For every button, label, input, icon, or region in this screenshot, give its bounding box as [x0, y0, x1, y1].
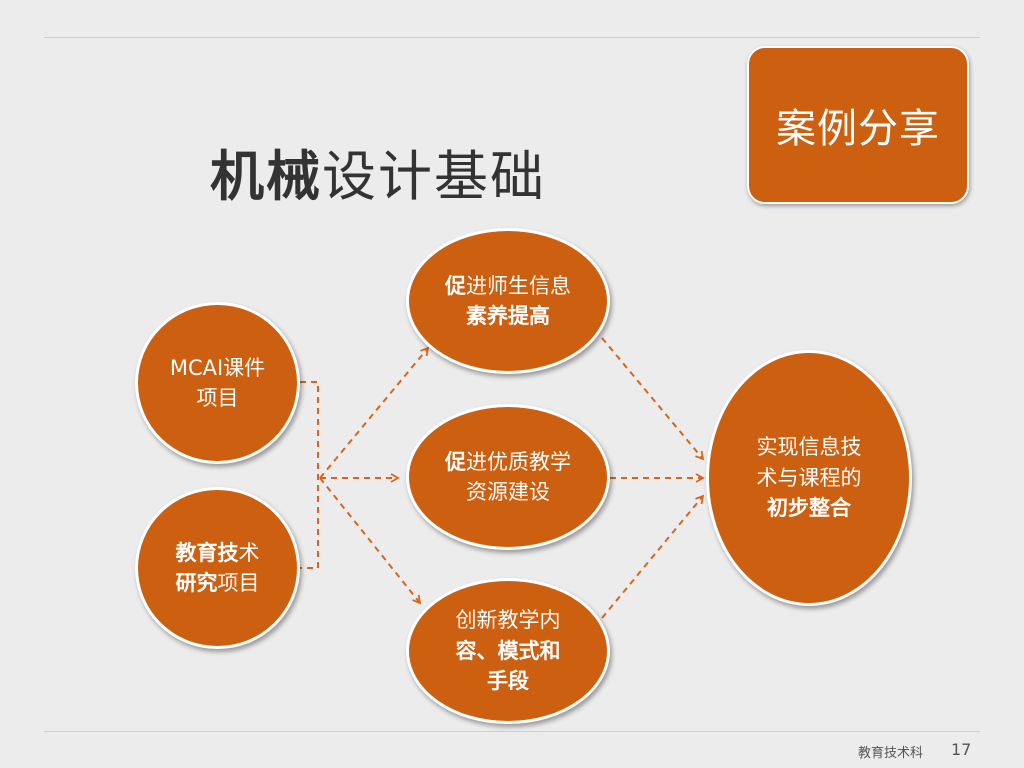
node-resources: 促进优质教学 资源建设: [406, 404, 610, 550]
arrow-literacy-to-integration: [601, 337, 705, 461]
left-bracket: [300, 381, 319, 569]
node-innovation: 创新教学内 容、模式和 手段: [406, 578, 610, 724]
slide-title: 机械设计基础: [210, 132, 546, 211]
node-innovation-line1: 创新教学内: [455, 608, 561, 633]
bottom-divider: [44, 731, 980, 732]
page-number: 17: [951, 740, 972, 759]
title-bold-part: 机械: [210, 145, 322, 208]
node-resources-line1: 促进优质教学: [445, 449, 571, 474]
node-research-line1: 教育技术: [175, 540, 260, 565]
badge-label: 案例分享: [776, 106, 940, 152]
case-share-badge: 案例分享: [747, 46, 969, 204]
node-integration-line2: 术与课程的: [756, 465, 862, 490]
node-mcai-line2: 项目: [196, 386, 239, 410]
node-integration-line3: 初步整合: [767, 496, 851, 521]
top-divider: [44, 37, 980, 38]
node-literacy-line1: 促进师生信息: [445, 273, 571, 298]
arrow-to-innovation: [319, 477, 422, 605]
node-research-line2: 研究项目: [175, 571, 260, 595]
node-integration: 实现信息技 术与课程的 初步整合: [706, 350, 912, 606]
node-mcai-project: MCAI课件 项目: [135, 302, 300, 464]
footer-department: 教育技术科: [858, 746, 924, 761]
node-literacy: 促进师生信息 素养提高: [406, 228, 610, 374]
node-mcai-line1: MCAI课件: [169, 355, 266, 380]
node-integration-line1: 实现信息技: [756, 435, 862, 460]
arrow-innovation-to-integration: [601, 494, 705, 619]
node-innovation-line3: 手段: [487, 669, 529, 694]
node-resources-line2: 资源建设: [466, 480, 550, 504]
node-literacy-line2: 素养提高: [466, 304, 550, 328]
node-research-project: 教育技术 研究项目: [135, 487, 300, 649]
node-innovation-line2: 容、模式和: [455, 638, 561, 663]
title-rest-part: 设计基础: [322, 145, 546, 208]
